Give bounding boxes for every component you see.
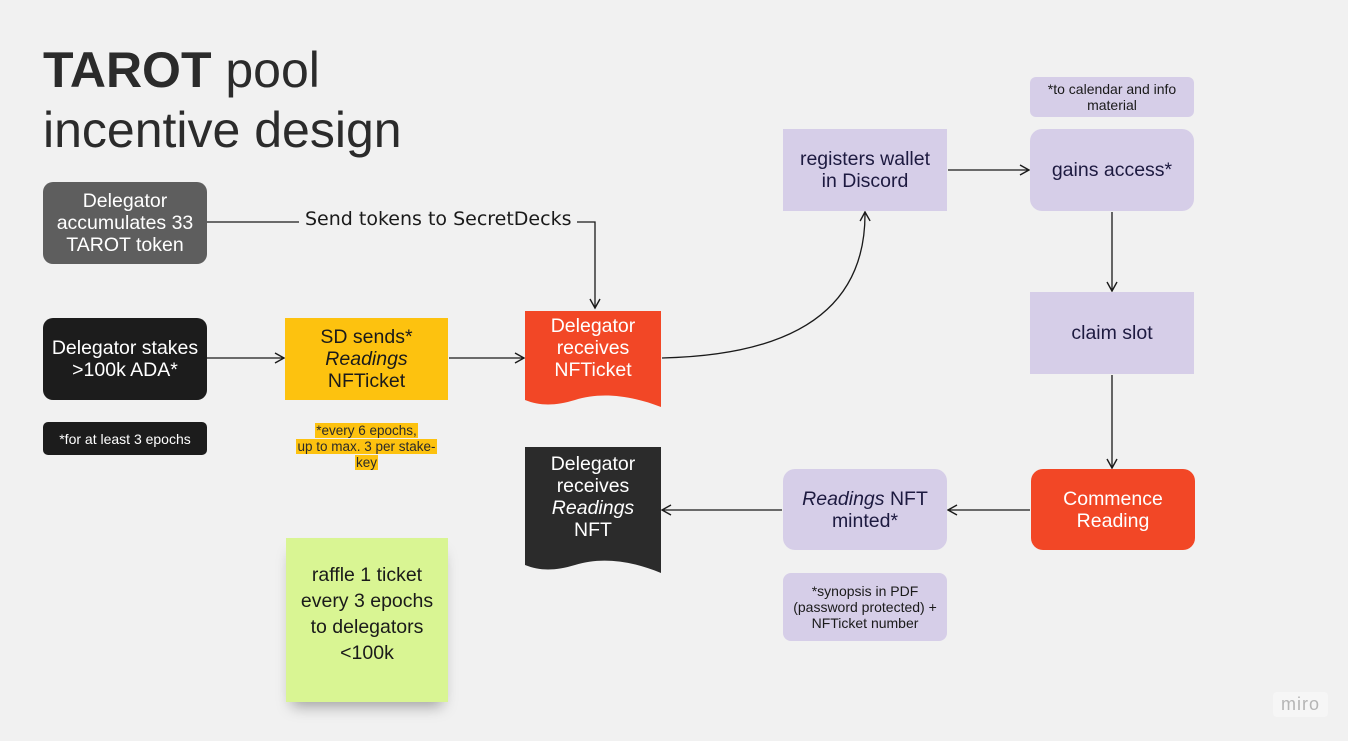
node-commence[interactable]: Commence Reading <box>1031 469 1195 550</box>
node-sd-sends[interactable]: SD sends* Readings NFTicket <box>285 318 448 400</box>
node-receives-readings[interactable]: Delegator receives Readings NFT <box>525 450 661 544</box>
title-rest: pool <box>211 42 320 98</box>
sd-note-line2: up to max. 3 per stake- <box>296 439 437 454</box>
page-title: TAROT pool incentive design <box>43 40 402 160</box>
sd-sends-line1: SD sends* <box>320 326 413 348</box>
sd-note-line1: *every 6 epochs, <box>315 423 418 438</box>
receives-readings-shape <box>525 447 661 573</box>
node-claim-slot-text: claim slot <box>1071 322 1153 344</box>
node-receives-ticket[interactable]: Delegator receives NFTicket <box>525 313 661 383</box>
receives-readings-line3: NFT <box>574 519 612 541</box>
node-commence-text: Commence Reading <box>1063 487 1163 532</box>
node-registers[interactable]: registers wallet in Discord <box>783 129 947 211</box>
synopsis-note[interactable]: *synopsis in PDF (password protected) + … <box>783 573 947 641</box>
receives-readings-line1: Delegator receives <box>550 453 636 497</box>
sd-note[interactable]: *every 6 epochs, up to max. 3 per stake-… <box>284 423 449 471</box>
minted-italic: Readings <box>802 487 885 510</box>
raffle-sticky-note[interactable]: raffle 1 ticket every 3 epochs to delega… <box>286 538 448 702</box>
title-line2: incentive design <box>43 102 402 158</box>
sd-note-line3: key <box>354 455 378 470</box>
sd-sends-italic: Readings <box>325 348 408 370</box>
calendar-note-text: *to calendar and info material <box>1047 81 1177 113</box>
minted-rest: NFT minted* <box>831 487 928 532</box>
node-stakes[interactable]: Delegator stakes >100k ADA* <box>43 318 207 400</box>
sd-sends-line3: NFTicket <box>327 370 406 392</box>
node-minted-text: Readings NFT minted* <box>791 488 939 532</box>
node-claim-slot[interactable]: claim slot <box>1030 292 1194 374</box>
calendar-note[interactable]: *to calendar and info material <box>1030 77 1194 117</box>
stakes-note[interactable]: *for at least 3 epochs <box>43 422 207 455</box>
connector-send-tokens <box>207 221 601 310</box>
node-gains-access[interactable]: gains access* <box>1030 129 1194 211</box>
connector-ticket-to-register <box>661 210 871 359</box>
raffle-text: raffle 1 ticket every 3 epochs to delega… <box>300 564 434 664</box>
synopsis-note-text: *synopsis in PDF (password protected) + … <box>793 583 937 631</box>
node-registers-text: registers wallet in Discord <box>799 148 931 192</box>
receives-ticket-shape <box>525 311 661 407</box>
node-accumulate[interactable]: Delegator accumulates 33 TAROT token <box>43 182 207 264</box>
node-minted[interactable]: Readings NFT minted* <box>783 469 947 550</box>
stakes-note-text: *for at least 3 epochs <box>59 430 191 447</box>
miro-watermark: miro <box>1273 692 1328 717</box>
node-receives-ticket-text: Delegator receives NFTicket <box>550 315 636 381</box>
node-gains-access-text: gains access* <box>1051 159 1173 181</box>
node-stakes-text: Delegator stakes >100k ADA* <box>51 337 199 381</box>
node-accumulate-text: Delegator accumulates 33 TAROT token <box>56 190 194 256</box>
send-tokens-label: Send tokens to SecretDecks <box>299 208 578 230</box>
title-bold: TAROT <box>43 42 212 98</box>
receives-readings-italic: Readings <box>551 497 635 519</box>
